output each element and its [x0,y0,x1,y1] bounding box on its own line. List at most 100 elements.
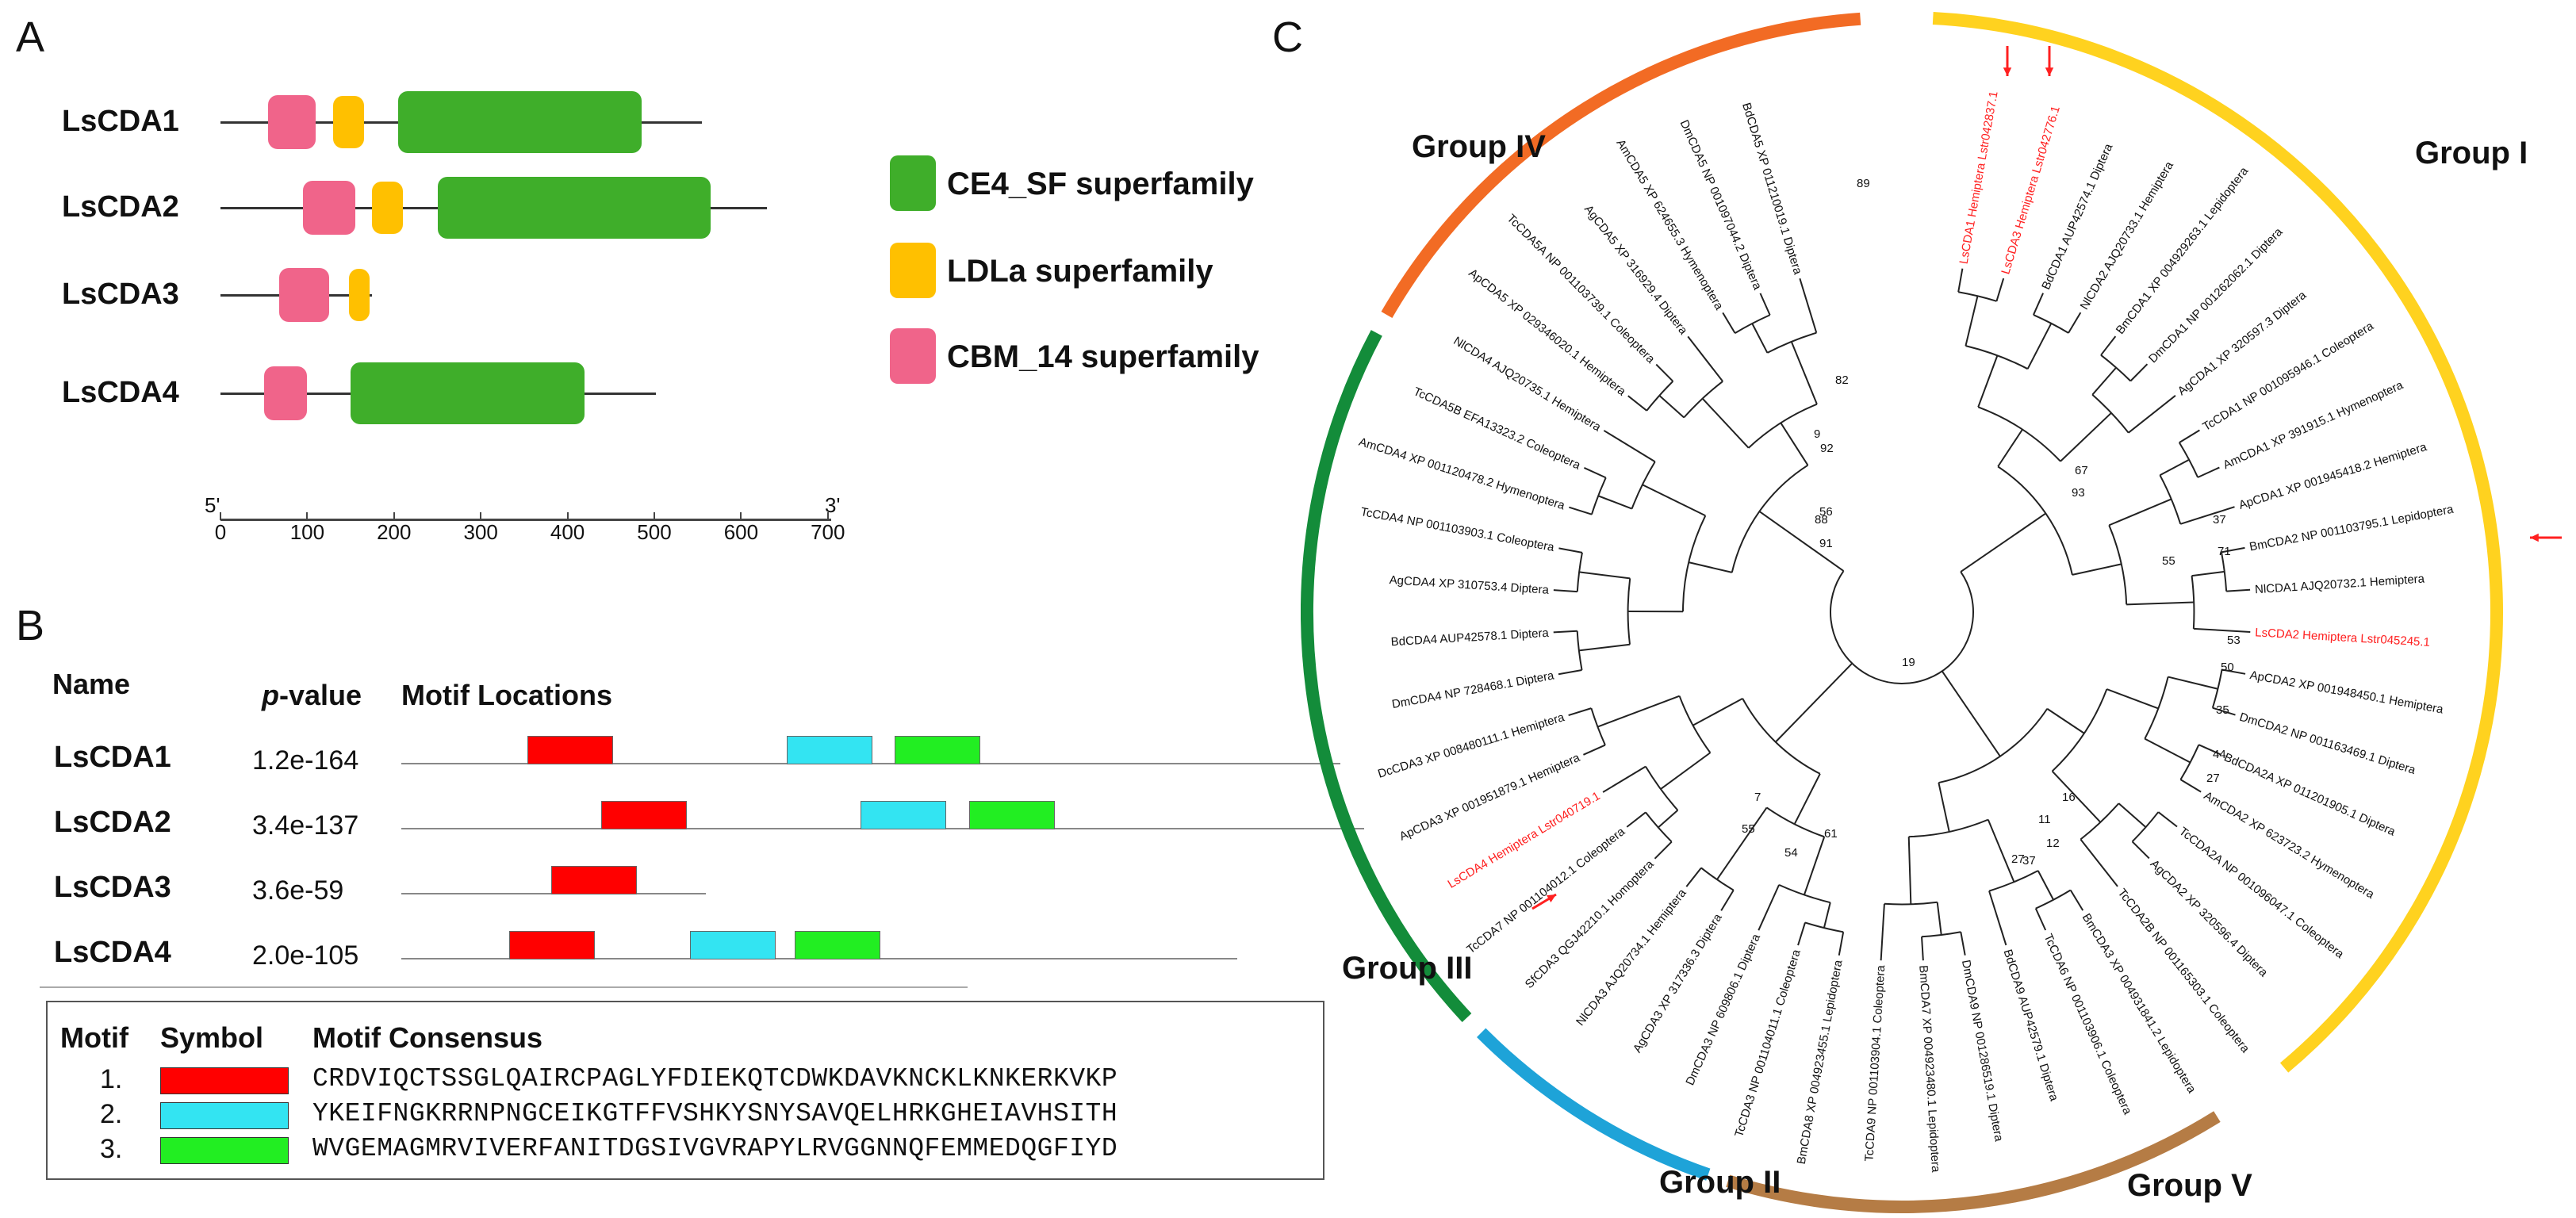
tree-branch [1642,484,1706,517]
domain-ldl [333,96,364,148]
tree-branch [2046,707,2085,734]
bootstrap-value: 27 [2011,852,2025,866]
tree-leaf-label: BmCDA2 NP 001103795.1 Lepidoptera [2248,503,2455,554]
tree-branch [2179,506,2235,525]
bootstrap-value: 12 [2046,837,2060,850]
axis-tick [393,512,395,520]
group-label: Group I [2415,136,2528,170]
tree-leaf-label: SfCDA3 QGJ42210.1 Homoptera [1523,857,1657,991]
tree-branch [2159,458,2190,477]
tree-branch [1654,841,1673,860]
bootstrap-value: 93 [2072,486,2085,500]
tree-branch [1626,811,1646,828]
axis-end-label: 3' [825,493,841,517]
tree-branch [2060,412,2112,462]
legend-header-symbol: Symbol [160,1021,264,1054]
col-header-pvalue: p-value [262,679,362,712]
tree-leaf-label: TcCDA2B NP 001165303.1 Coleoptera [2115,887,2252,1056]
tree-branch [1583,744,1606,756]
highlight-arrow-head [1547,894,1556,903]
protein-label-lscda1: LsCDA1 [62,105,179,138]
tree-branch [1957,268,1964,293]
tree-branch [1793,773,1821,825]
bootstrap-value: 27 [2206,772,2220,785]
tree-leaf-label: TcCDA4 NP 001103903.1 Coleoptera [1359,505,1556,554]
bootstrap-value: 37 [2213,513,2226,527]
domain-cbm [263,366,308,420]
tree-branch [1660,752,1711,790]
tree-branch [1627,395,1647,412]
tree-branch [1568,707,1592,716]
tree-leaf-label: TcCDA5A NP 001103739.1 Coleoptera [1505,212,1658,366]
motif-legend-num: 2. [100,1099,123,1129]
tree-leaf-label: BdCDA4 AUP42578.1 Diptera [1390,626,1550,649]
axis-tick-label: 100 [289,520,325,544]
tree-branch [1995,278,2005,302]
tree-branch [2144,737,2191,764]
tree-leaf-label: TcCDA2A NP 001096047.1 Coleoptera [2176,825,2347,962]
tree-leaf-label: LsCDA3 Hemiptera Lstr042776.1 [1999,105,2063,276]
axis-tick-label: 300 [463,520,498,544]
bootstrap-value: 11 [2038,813,2051,826]
tree-branch [1692,697,1743,726]
tree-branch [2198,744,2221,756]
tree-leaf-label: LsCDA1 Hemiptera Lstr042837.1 [1957,90,2001,266]
axis-tick [826,512,829,520]
tree-branch [2193,627,2251,633]
motif-legend-consensus: CRDVIQCTSSGLQAIRCPAGLYFDIEKQTCDWKDAVKNCK… [312,1064,1118,1094]
tree-branch [1569,506,1593,515]
tree-branch [1997,429,2023,467]
panel-b-letter: B [16,602,45,649]
bootstrap-value: 44 [2213,748,2226,761]
tree-branch [1799,278,1818,333]
tree-branch [1838,932,1845,956]
tree-branch [1784,529,1845,572]
tree-branch [1579,571,1631,580]
motif-legend-consensus: YKEIFNGKRRNPNGCEIKGTFFVSHKYSNYSAVQELHRKG… [312,1099,1118,1128]
tree-leaf-label: ApCDA5 XP 029346020.1 Hemiptera [1466,266,1628,399]
pvalue-prefix: p [262,679,279,711]
tree-leaf-label: DmCDA1 NP 001262062.1 Diptera [2146,225,2286,366]
group-label: Group III [1342,951,1472,986]
tree-branch [1960,932,1966,956]
tree-branch [2221,546,2245,553]
bootstrap-value: 55 [2162,554,2175,568]
tree-leaf-label: AgCDA4 XP 310753.4 Diptera [1389,573,1550,597]
tree-branch [2091,366,2117,396]
tree-branch [1758,511,1786,530]
group-arc [1381,12,1861,319]
tree-branch [2033,293,2045,316]
tree-leaf-label: AgCDA2 XP 320596.4 Diptera [2148,857,2271,980]
tree-branch [1603,430,1656,463]
tree-leaf-label: BmCDA7 XP 004923480.1 Lepidoptera [1916,965,1942,1174]
legend-cbm-label: CBM_14 superfamily [947,339,1259,374]
tree-branch [1658,810,1679,829]
tree-branch [2026,323,2053,370]
tree-branch [1602,765,1646,793]
motif-box-2 [861,801,946,829]
tree-branch [1780,422,1809,466]
tree-leaf-label: BmCDA1 XP 004929263.1 Lepidoptera [2114,164,2252,337]
motif-row-pvalue: 3.6e-59 [252,875,344,906]
tree-leaf-label: NlCDA3 AJQ20734.1 Hemiptera [1574,886,1689,1028]
legend-ce4-label: CE4_SF superfamily [947,167,1254,201]
tree-branch [2068,312,2082,334]
domain-cbm [302,181,355,235]
group-arc [1932,12,2503,1073]
tree-branch [2100,335,2117,356]
axis-tick-label: 0 [214,520,227,544]
tree-branch [2034,908,2047,931]
tree-branch [1801,662,1853,715]
protein-label-lscda3: LsCDA3 [62,278,179,311]
tree-branch [1685,867,1702,887]
axis-tick [220,512,221,520]
tree-branch [2168,676,2218,690]
motif-legend-consensus: WVGEMAGMRVIVERFANITDGSIVGVRAPYLRVGGNNQFE… [312,1134,1118,1163]
tree-branch [1558,668,1582,676]
axis-tick-label: 600 [723,520,759,544]
tree-branch [1775,714,1804,743]
bootstrap-value: 55 [1742,822,1755,836]
bootstrap-value: 16 [2062,791,2076,804]
bootstrap-value: 71 [2218,545,2231,558]
